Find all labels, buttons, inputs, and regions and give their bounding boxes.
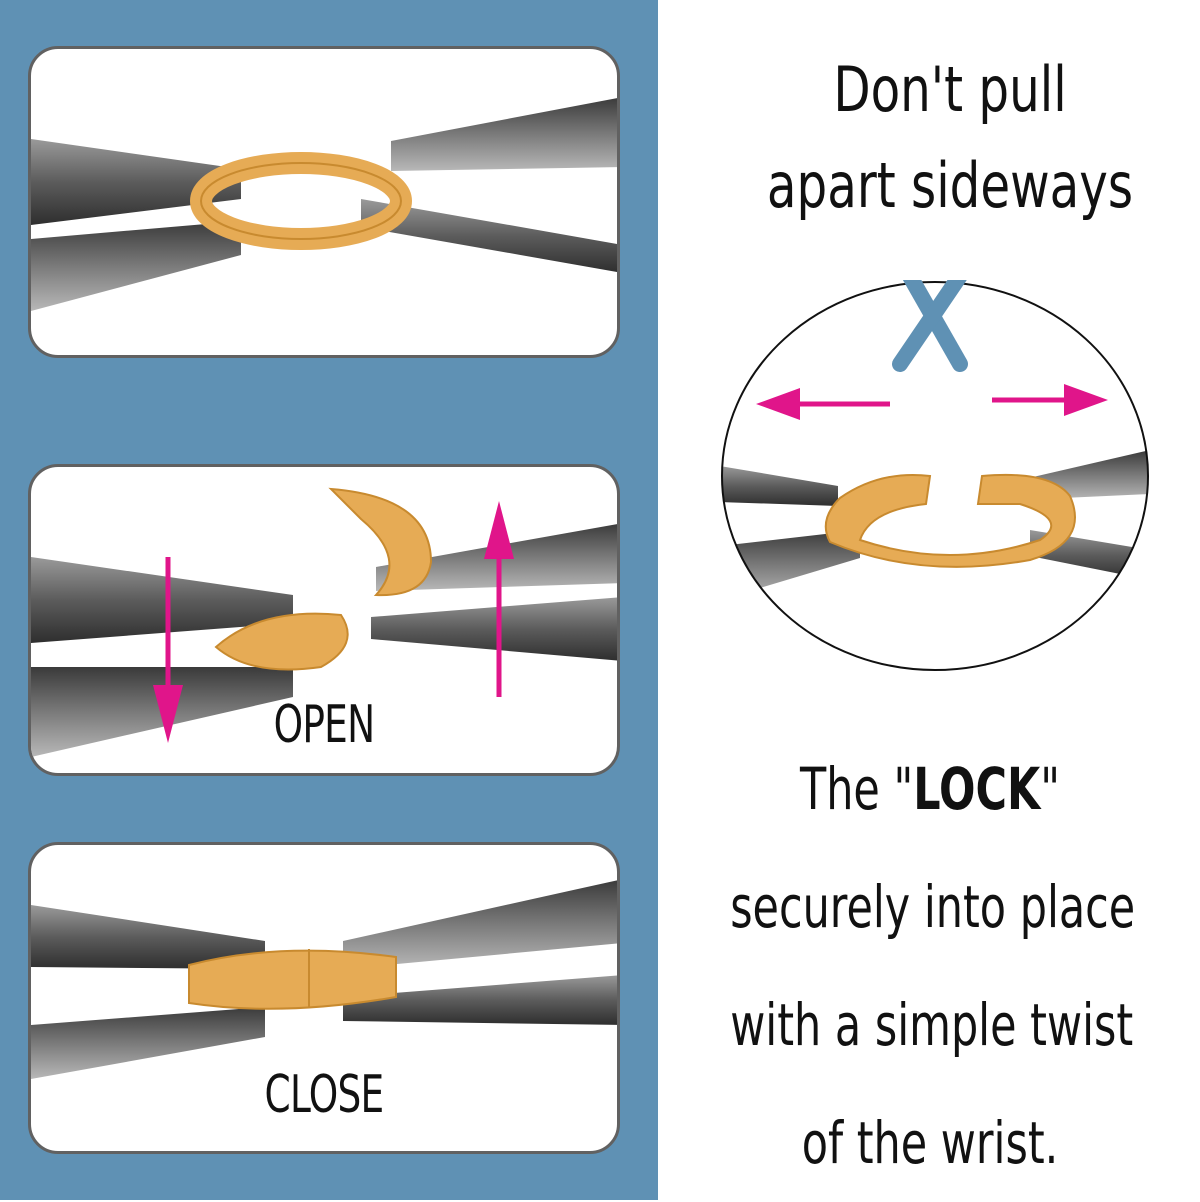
tagline-line-2: securely into place bbox=[730, 873, 1136, 941]
plier-jaw-lower-right bbox=[361, 199, 617, 272]
pliers-open-illustration bbox=[31, 487, 617, 757]
plier-jaw-upper-right bbox=[343, 880, 617, 969]
tagline-suffix: " bbox=[1040, 755, 1061, 823]
headline-line-2: apart sideways bbox=[766, 149, 1134, 222]
tagline-emphasis: LOCK bbox=[913, 755, 1041, 823]
step-label-close: CLOSE bbox=[264, 1065, 385, 1125]
arrow-down-head bbox=[153, 685, 183, 743]
plier-jaw-lower-left bbox=[31, 1007, 265, 1079]
instruction-column: OPEN CLOSE bbox=[0, 0, 658, 1200]
tagline: The "LOCK" securely into place with a si… bbox=[660, 730, 1200, 1202]
tagline-line-1: The "LOCK" bbox=[730, 730, 1130, 848]
tagline-line-4: of the wrist. bbox=[801, 1109, 1059, 1177]
tagline-line-3: with a simple twist bbox=[730, 991, 1134, 1059]
plier-jaw-upper-left bbox=[31, 557, 293, 643]
step-label-open: OPEN bbox=[273, 695, 376, 755]
step-panel-close: CLOSE bbox=[28, 842, 620, 1154]
jump-ring-pulled-apart bbox=[824, 473, 1076, 568]
arrow-right-icon bbox=[1064, 384, 1108, 416]
plier-jaw-lower-right bbox=[371, 597, 617, 661]
plier-jaw-upper-right bbox=[391, 98, 617, 171]
jump-ring-lower-half bbox=[214, 612, 349, 671]
headline: Don't pull apart sideways bbox=[700, 42, 1200, 234]
plier-jaw-upper-left bbox=[31, 905, 265, 969]
plier-jaw-upper-left bbox=[31, 139, 241, 225]
pliers-hold-illustration bbox=[31, 98, 617, 311]
plier-jaw-lower-left bbox=[31, 221, 241, 311]
plier-jaw-upper-left bbox=[722, 466, 838, 506]
step-panel-open: OPEN bbox=[28, 464, 620, 776]
wrong-way-illustration bbox=[721, 280, 1149, 671]
arrow-left-icon bbox=[756, 388, 800, 420]
headline-line-1: Don't pull bbox=[833, 53, 1067, 126]
jump-ring-upper-half bbox=[328, 487, 433, 597]
pliers-close-illustration bbox=[31, 880, 617, 1079]
jump-ring-closed bbox=[188, 949, 397, 1010]
arrow-up-head bbox=[484, 501, 514, 559]
step-panel-hold bbox=[28, 46, 620, 358]
plier-jaw-lower-right bbox=[343, 975, 617, 1025]
tagline-prefix: The " bbox=[799, 755, 914, 823]
